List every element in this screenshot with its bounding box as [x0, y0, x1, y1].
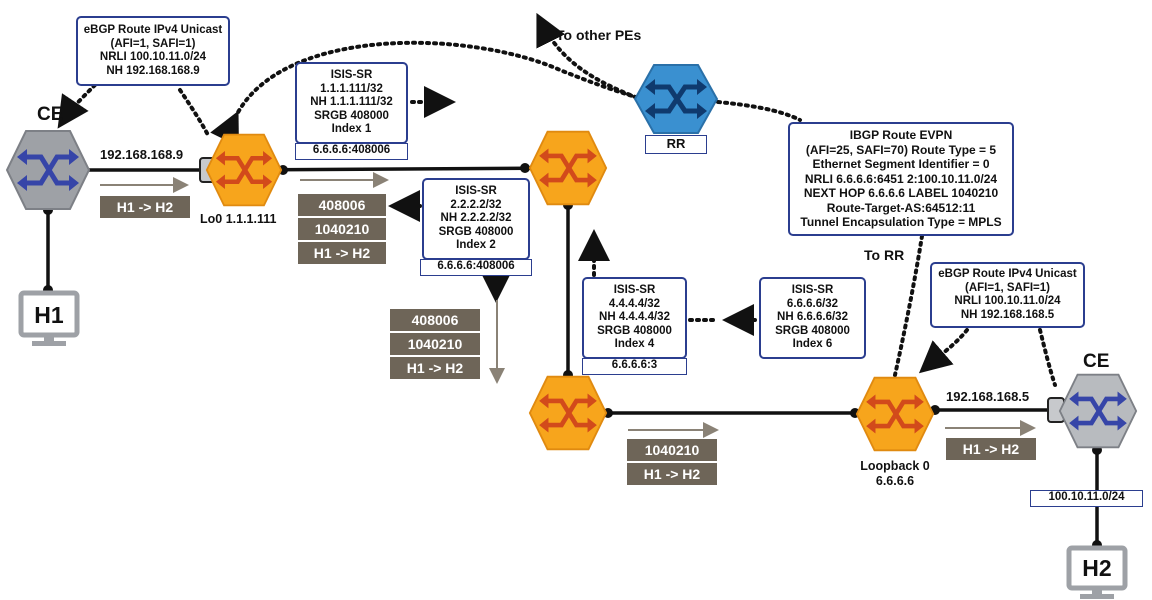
isis2-line: ISIS-SR — [455, 185, 497, 198]
isis1-tag: 6.6.6.6:408006 — [295, 143, 408, 160]
to-other-pes-label: To other PEs — [556, 27, 642, 43]
packet-label: 1040210 — [298, 218, 386, 240]
h1-monitor-icon[interactable] — [18, 290, 80, 348]
isis2-tag: 6.6.6.6:408006 — [420, 259, 532, 276]
isis4-line: SRGB 408000 — [597, 324, 672, 337]
isis6-line: ISIS-SR — [791, 284, 834, 297]
packet-stack-5: H1 -> H2 — [946, 438, 1036, 462]
p-bottom-router-icon[interactable] — [528, 372, 608, 454]
ibgp-evpn-box: IBGP Route EVPN (AFI=25, SAFI=70) Route … — [788, 122, 1014, 236]
ebgp-right-line: NH 192.168.168.5 — [960, 308, 1055, 321]
isis4-line: NH 4.4.4.4/32 — [599, 311, 670, 324]
p-top-router-icon[interactable] — [528, 128, 608, 208]
pe-right-loopback-line1: Loopback 0 — [860, 459, 930, 473]
packet-label: 1040210 — [627, 439, 717, 461]
packet-stack-4: 1040210 H1 -> H2 — [627, 439, 717, 487]
isis1-box: ISIS-SR 1.1.1.111/32 NH 1.1.1.111/32 SRG… — [295, 62, 408, 144]
packet-header: H1 -> H2 — [390, 357, 480, 379]
isis2-line: NH 2.2.2.2/32 — [440, 212, 512, 225]
h2-monitor-icon[interactable] — [1066, 545, 1128, 600]
packet-header: H1 -> H2 — [298, 242, 386, 264]
ebgp-left-box: eBGP Route IPv4 Unicast (AFI=1, SAFI=1) … — [76, 16, 230, 86]
packet-header: H1 -> H2 — [100, 196, 190, 218]
isis4-line: Index 4 — [614, 338, 655, 351]
h1-label: H1 — [34, 302, 64, 328]
ibgp-line: Route-Target-AS:64512:11 — [826, 200, 976, 215]
isis6-box: ISIS-SR 6.6.6.6/32 NH 6.6.6.6/32 SRGB 40… — [759, 277, 866, 359]
isis4-tag: 6.6.6.6:3 — [582, 358, 687, 375]
ce-left-router-icon[interactable] — [5, 127, 91, 213]
ibgp-line: NRLI 6.6.6.6:6451 2:100.10.11.0/24 — [804, 171, 998, 186]
ibgp-line: IBGP Route EVPN — [849, 128, 953, 143]
ebgp-right-line: eBGP Route IPv4 Unicast — [938, 268, 1077, 280]
ebgp-left-line: NRLI 100.10.11.0/24 — [99, 51, 207, 63]
ibgp-line: Ethernet Segment Identifier = 0 — [812, 157, 990, 172]
pe-right-router-icon[interactable] — [855, 374, 935, 454]
packet-stack-3: 408006 1040210 H1 -> H2 — [390, 309, 480, 381]
pe-left-loopback: Lo0 1.1.1.111 — [200, 212, 277, 226]
ibgp-line: NEXT HOP 6.6.6.6 LABEL 1040210 — [803, 186, 999, 201]
to-rr-label: To RR — [864, 247, 905, 263]
ce-right-ip: 192.168.168.5 — [946, 389, 1030, 404]
isis1-line: 1.1.1.111/32 — [320, 82, 383, 95]
packet-stack-1: H1 -> H2 — [100, 196, 190, 220]
ibgp-line: (AFI=25, SAFI=70) Route Type = 5 — [805, 142, 997, 157]
ebgp-left-line: (AFI=1, SAFI=1) — [110, 37, 196, 50]
ebgp-left-line: eBGP Route IPv4 Unicast — [83, 24, 223, 36]
isis4-box: ISIS-SR 4.4.4.4/32 NH 4.4.4.4/32 SRGB 40… — [582, 277, 687, 359]
isis4-line: 4.4.4.4/32 — [608, 297, 661, 310]
ce-right-subnet: 100.10.11.0/24 — [1030, 490, 1143, 507]
isis1-line: NH 1.1.1.111/32 — [310, 96, 393, 109]
ce-right-router-icon[interactable] — [1058, 370, 1138, 452]
rr-router-icon[interactable] — [633, 63, 719, 135]
packet-label: 408006 — [390, 309, 480, 331]
isis2-line: Index 2 — [456, 239, 496, 252]
isis1-line: ISIS-SR — [330, 69, 373, 82]
isis6-line: NH 6.6.6.6/32 — [777, 311, 848, 324]
ce-left-label: CE — [37, 104, 64, 125]
ibgp-line: Tunnel Encapsulation Type = MPLS — [800, 215, 1002, 230]
isis2-line: 2.2.2.2/32 — [450, 198, 502, 211]
isis2-box: ISIS-SR 2.2.2.2/32 NH 2.2.2.2/32 SRGB 40… — [422, 178, 530, 260]
rr-label: RR — [645, 135, 707, 154]
packet-label: 1040210 — [390, 333, 480, 355]
packet-label: 408006 — [298, 194, 386, 216]
isis6-line: Index 6 — [792, 338, 833, 351]
packet-header: H1 -> H2 — [946, 438, 1036, 460]
h2-label: H2 — [1082, 555, 1112, 581]
packet-stack-2: 408006 1040210 H1 -> H2 — [298, 194, 386, 266]
ebgp-left-line: NH 192.168.168.9 — [106, 64, 200, 77]
pe-right-loopback-line2: 6.6.6.6 — [875, 474, 915, 488]
isis1-line: Index 1 — [331, 123, 372, 136]
packet-header: H1 -> H2 — [627, 463, 717, 485]
isis2-line: SRGB 408000 — [438, 225, 514, 238]
ce-left-ip: 192.168.168.9 — [100, 147, 184, 162]
ebgp-right-line: NRLI 100.10.11.0/24 — [954, 295, 1061, 307]
ce-right-label: CE — [1083, 351, 1110, 372]
isis4-line: ISIS-SR — [613, 284, 656, 297]
isis6-line: SRGB 408000 — [775, 324, 850, 337]
isis1-line: SRGB 408000 — [314, 109, 389, 122]
pe-left-router-icon[interactable] — [205, 130, 283, 210]
ebgp-right-box: eBGP Route IPv4 Unicast (AFI=1, SAFI=1) … — [930, 262, 1085, 328]
isis6-line: 6.6.6.6/32 — [786, 297, 839, 310]
ebgp-right-line: (AFI=1, SAFI=1) — [965, 281, 1050, 294]
